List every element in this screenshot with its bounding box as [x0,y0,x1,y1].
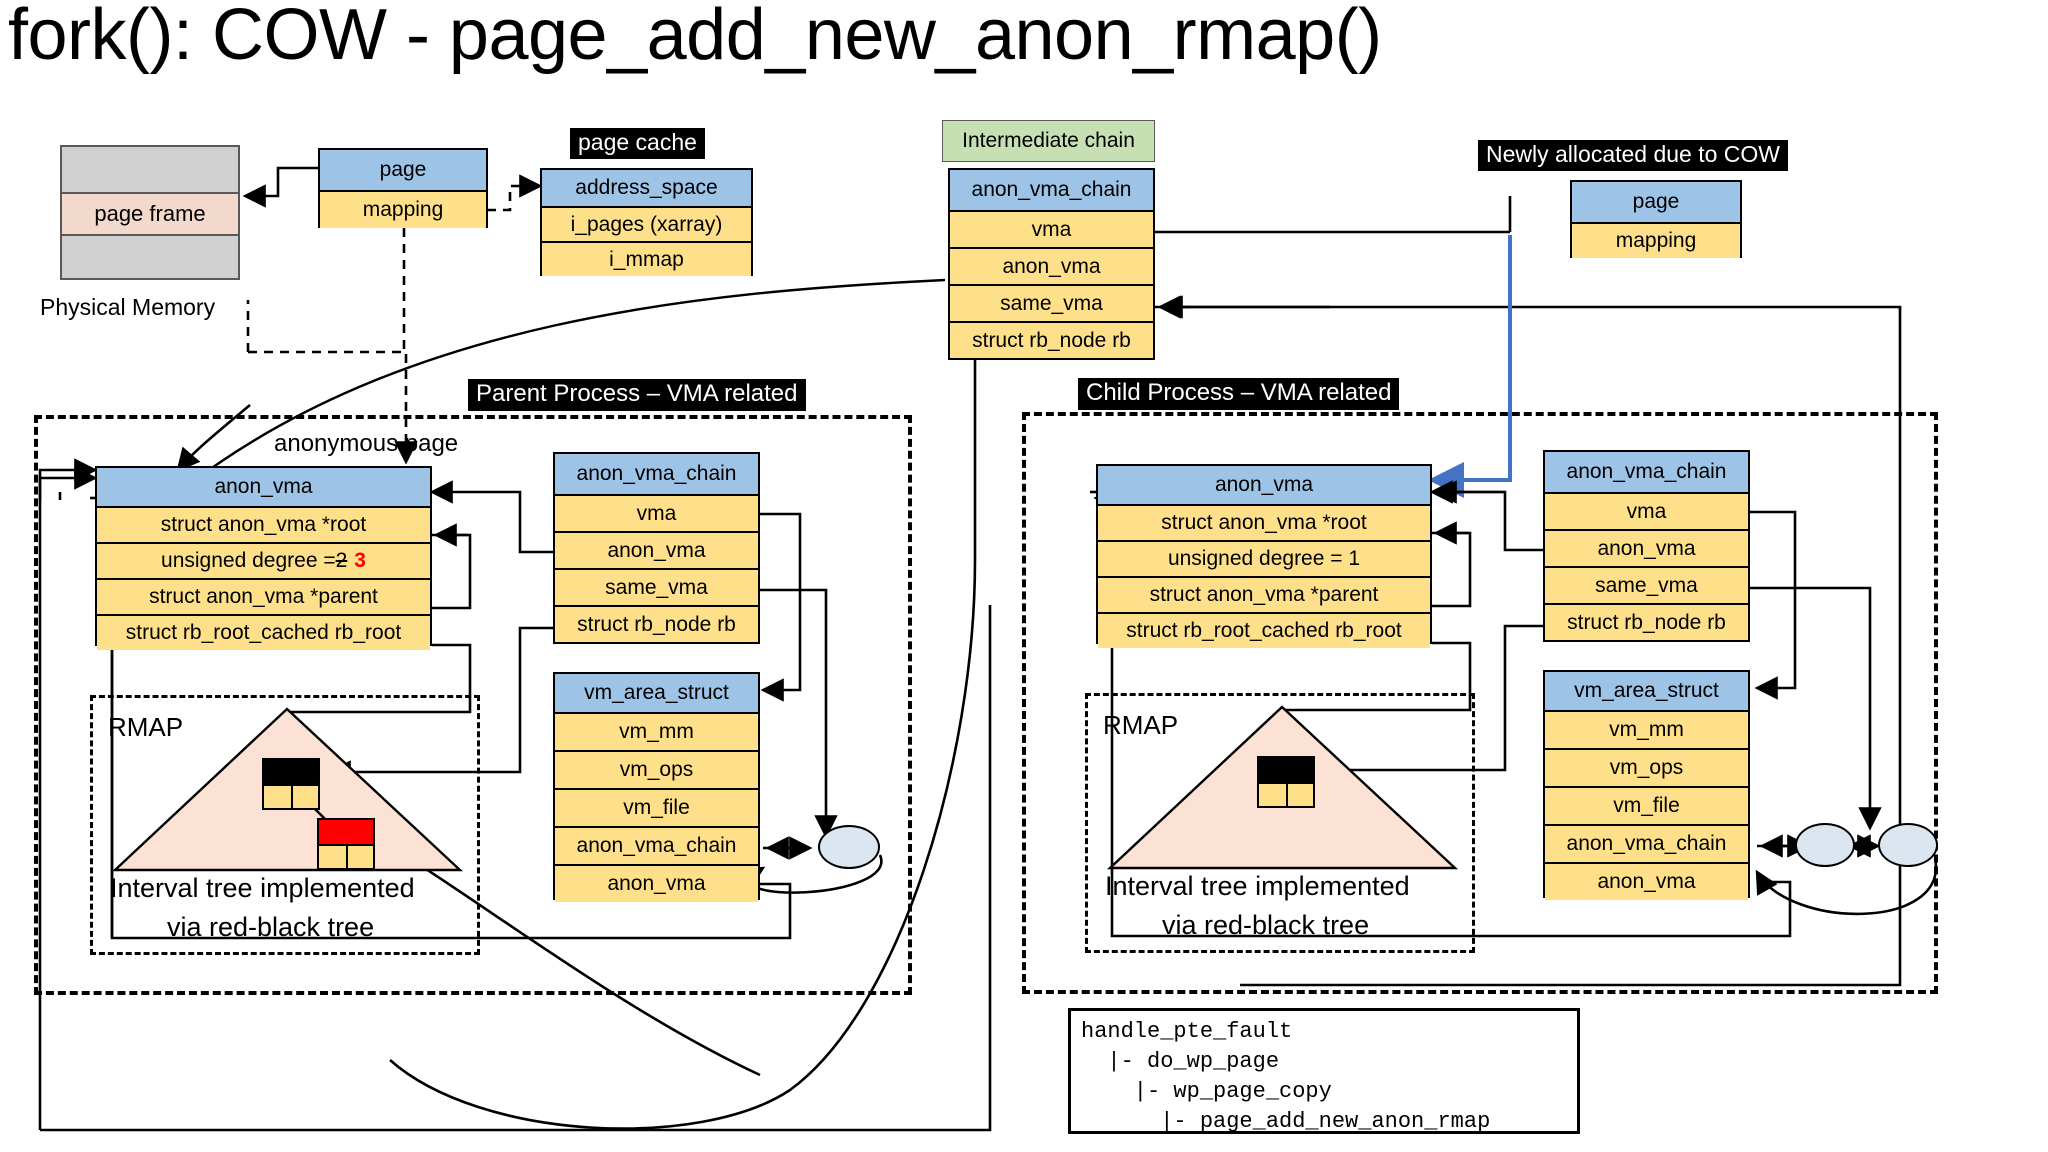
child-anon-vma-row-root: struct anon_vma *root [1098,504,1430,540]
child-avc-row-vma: vma [1545,492,1748,529]
child-vma-row-vm-file: vm_file [1545,786,1748,824]
intermediate-chain-struct: anon_vma_chain vma anon_vma same_vma str… [948,168,1155,360]
child-vma-row-vm-ops: vm_ops [1545,748,1748,786]
parent-vma-row-anon-vma: anon_vma [555,864,758,902]
intermediate-chain-row-same-vma: same_vma [950,284,1153,321]
page-struct: page mapping [318,148,488,228]
parent-vma-row-vm-ops: vm_ops [555,750,758,788]
intermediate-chain-head: anon_vma_chain [950,170,1153,210]
parent-avc-row-anon-vma: anon_vma [555,531,758,568]
parent-degree-label: unsigned degree = [161,549,336,572]
parent-anon-vma-head: anon_vma [97,468,430,506]
parent-degree-old: 2 [335,549,348,572]
intermediate-chain-tag: Intermediate chain [942,120,1155,162]
child-vm-area-struct: vm_area_struct vm_mm vm_ops vm_file anon… [1543,670,1750,900]
child-vma-head: vm_area_struct [1545,672,1748,710]
child-anon-vma-struct: anon_vma struct anon_vma *root unsigned … [1096,464,1432,648]
parent-vma-row-avc: anon_vma_chain [555,826,758,864]
parent-vm-area-struct: vm_area_struct vm_mm vm_ops vm_file anon… [553,672,760,902]
new-page-tag: Newly allocated due to COW [1478,140,1789,171]
parent-rb-node-red [317,818,375,870]
child-rmap-caption-1: Interval tree implemented [1105,871,1410,901]
parent-rmap-label: RMAP [108,712,184,742]
physical-memory-block: page frame [60,145,240,280]
callstack-line-3: |- wp_page_copy [1081,1079,1332,1105]
page-cache-row-i-mmap: i_mmap [542,241,751,276]
child-anon-vma-row-parent: struct anon_vma *parent [1098,576,1430,612]
parent-anon-vma-row-rb-root: struct rb_root_cached rb_root [97,614,430,650]
parent-anon-vma-row-degree: unsigned degree = 2 3 [97,542,430,578]
page-cache-tag: page cache [570,128,705,159]
child-list-ellipse-2 [1878,823,1938,867]
callstack-line-1: handle_pte_fault [1081,1019,1293,1044]
parent-anon-vma-struct: anon_vma struct anon_vma *root unsigned … [95,466,432,650]
callstack-line-4: |- page_add_new_anon_rmap [1081,1109,1491,1135]
parent-anon-vma-row-parent: struct anon_vma *parent [97,578,430,614]
child-list-ellipse-1 [1795,823,1855,867]
parent-vma-head: vm_area_struct [555,674,758,712]
parent-avc-row-rb-node: struct rb_node rb [555,605,758,642]
child-rb-node-black [1257,756,1315,808]
child-vma-row-vm-mm: vm_mm [1545,710,1748,748]
page-cache-struct: address_space i_pages (xarray) i_mmap [540,168,753,276]
rb-node-children [264,784,318,808]
child-avc-head: anon_vma_chain [1545,452,1748,492]
child-vma-row-anon-vma: anon_vma [1545,862,1748,900]
rb-node-children [319,844,373,868]
page-frame-label: page frame [94,201,206,226]
parent-process-tag: Parent Process – VMA related [468,379,806,411]
parent-rmap-caption-2: via red-black tree [167,912,375,942]
intermediate-chain-row-vma: vma [950,210,1153,247]
child-rmap-caption-2: via red-black tree [1162,910,1370,940]
parent-avc-head: anon_vma_chain [555,454,758,494]
rb-node-color-black [264,760,318,784]
parent-list-ellipse [818,825,880,869]
new-page-struct: page mapping [1570,180,1742,258]
rb-node-color-red [319,820,373,844]
anonymous-page-label: anonymous page [274,430,459,457]
page-struct-head: page [320,150,486,190]
child-vma-row-avc: anon_vma_chain [1545,824,1748,862]
child-anon-vma-chain-struct: anon_vma_chain vma anon_vma same_vma str… [1543,450,1750,642]
parent-avc-row-vma: vma [555,494,758,531]
callstack-box: handle_pte_fault |- do_wp_page |- wp_pag… [1068,1008,1580,1134]
child-process-tag: Child Process – VMA related [1078,378,1400,410]
child-avc-row-same-vma: same_vma [1545,566,1748,603]
parent-anon-vma-row-root: struct anon_vma *root [97,506,430,542]
child-anon-vma-head: anon_vma [1098,466,1430,504]
child-anon-vma-row-rb-root: struct rb_root_cached rb_root [1098,612,1430,648]
page-cache-head: address_space [542,170,751,206]
parent-rb-node-black [262,758,320,810]
page-struct-row-mapping: mapping [320,190,486,228]
child-rmap-label: RMAP [1103,710,1179,740]
parent-avc-row-same-vma: same_vma [555,568,758,605]
parent-degree-new: 3 [354,549,366,572]
child-avc-row-rb-node: struct rb_node rb [1545,603,1748,640]
rb-node-children [1259,782,1313,806]
child-avc-row-anon-vma: anon_vma [1545,529,1748,566]
rb-node-color-black [1259,758,1313,782]
callstack-line-2: |- do_wp_page [1081,1049,1280,1075]
parent-anon-vma-chain-struct: anon_vma_chain vma anon_vma same_vma str… [553,452,760,644]
parent-vma-row-vm-file: vm_file [555,788,758,826]
intermediate-chain-row-anon-vma: anon_vma [950,247,1153,284]
parent-vma-row-vm-mm: vm_mm [555,712,758,750]
page-cache-row-i-pages: i_pages (xarray) [542,206,751,241]
page-title: fork(): COW - page_add_new_anon_rmap() [8,0,1382,75]
new-page-row-mapping: mapping [1572,222,1740,258]
parent-rmap-caption-1: Interval tree implemented [110,873,415,903]
page-frame-cell: page frame [62,192,238,236]
physical-memory-caption: Physical Memory [40,294,216,320]
child-anon-vma-row-degree: unsigned degree = 1 [1098,540,1430,576]
new-page-head: page [1572,182,1740,222]
intermediate-chain-tag-label: Intermediate chain [962,129,1135,152]
intermediate-chain-row-rb-node: struct rb_node rb [950,321,1153,358]
